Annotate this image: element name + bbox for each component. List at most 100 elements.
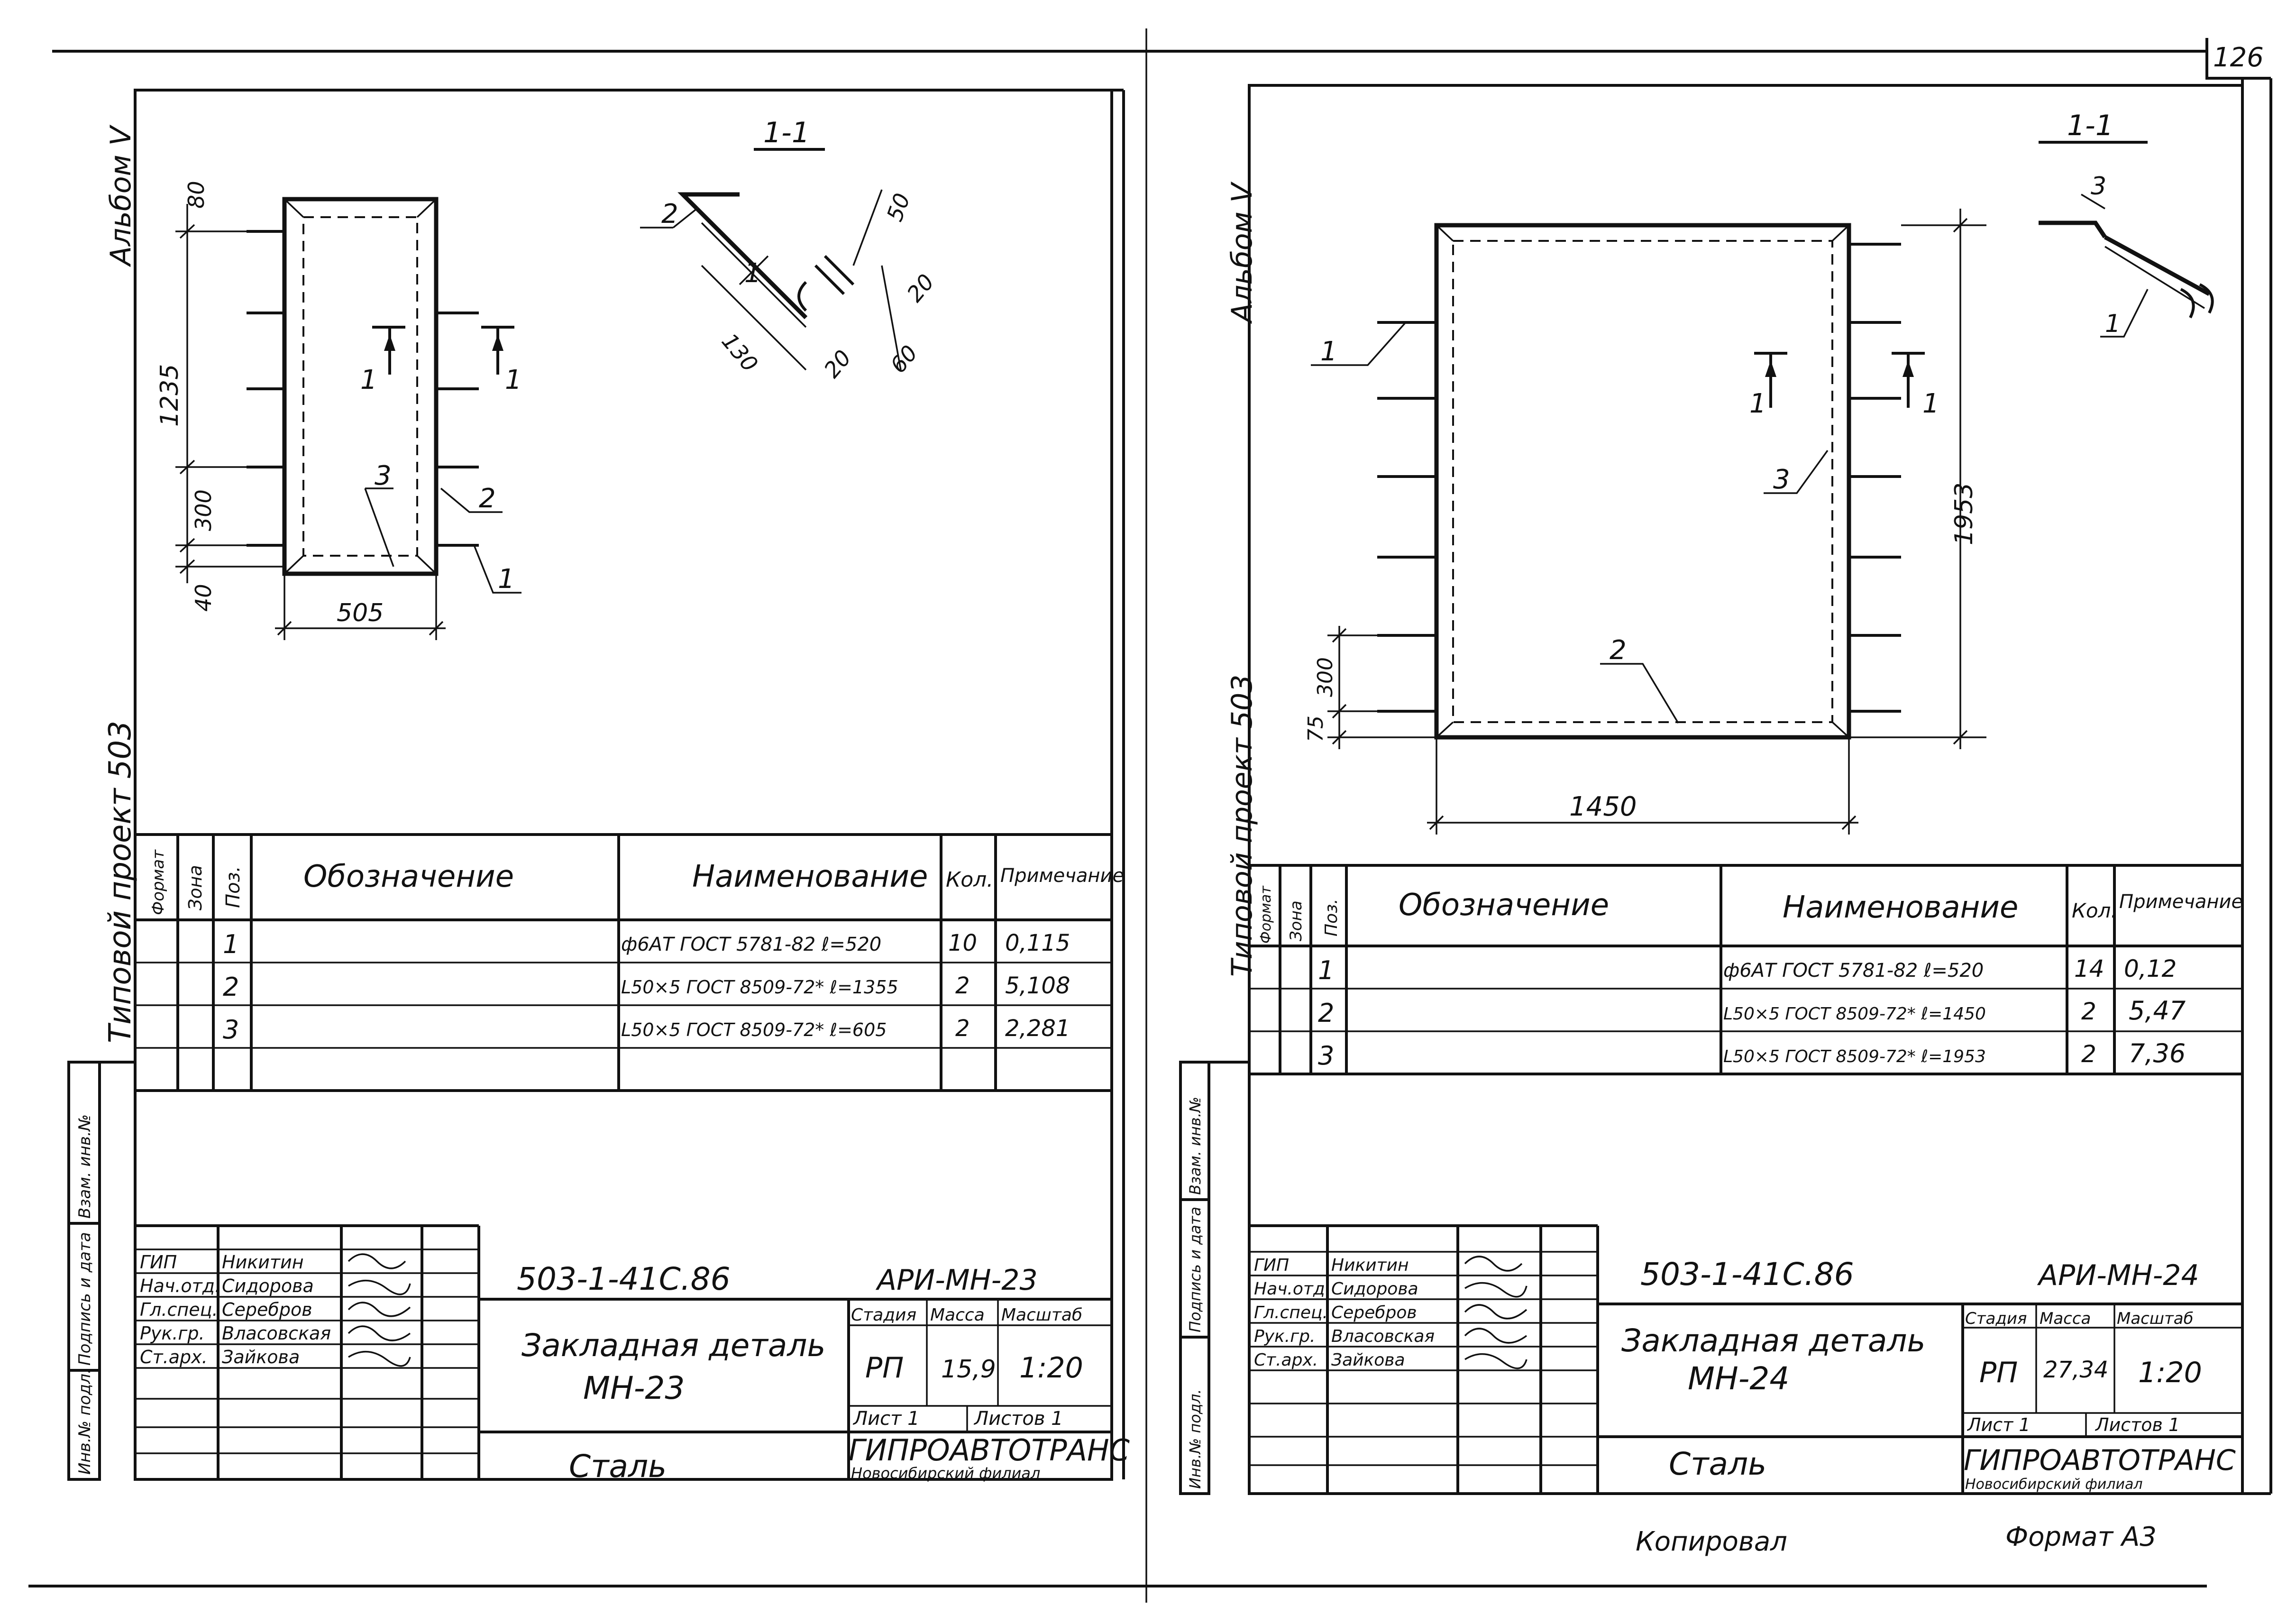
- pos1-label-right: 1: [1320, 336, 1337, 367]
- org-name-r: ГИПРОАВТОТРАНС: [1964, 1444, 2236, 1477]
- role-2: Гл.спец.: [140, 1299, 218, 1320]
- spec-row2-pos: 2: [223, 972, 239, 1002]
- section-view-mn23: 1-1 2 1 50 130 20 20 60: [640, 116, 939, 383]
- spec-r-row3-name: L50×5 ГОСТ 8509-72* ℓ=1953: [1723, 1047, 1986, 1066]
- mass-value-r: 27,34: [2043, 1357, 2108, 1383]
- sec-dim-c: 60: [885, 340, 923, 378]
- stamp-replace: Взам. инв.№: [75, 1114, 94, 1219]
- sheet-count-r: Листов 1: [2095, 1414, 2180, 1435]
- title-line2-r: МН-24: [1688, 1360, 1789, 1397]
- doc-code: 503-1-41С.86: [517, 1261, 731, 1297]
- dim-height-right: 1953: [1950, 483, 1978, 545]
- sheet-right: Альбом V Типовой проект 503: [1179, 78, 2272, 1557]
- spec-head-zone-r: Зона: [1287, 900, 1306, 941]
- role-4: Ст.арх.: [140, 1347, 208, 1367]
- name-0: Никитин: [222, 1252, 304, 1273]
- spec-r-row1-qty: 14: [2074, 955, 2104, 982]
- spec-r-row3-note: 7,36: [2129, 1038, 2186, 1068]
- spec-r-row3-qty: 2: [2081, 1040, 2096, 1068]
- mass-label-r: Масса: [2040, 1309, 2091, 1328]
- scale-label: Масштаб: [1001, 1305, 1082, 1325]
- dim-width: 505: [337, 599, 384, 627]
- sheet-count: Листов 1: [973, 1408, 1063, 1430]
- name-3: Власовская: [222, 1323, 331, 1344]
- section-title-right: 1-1: [2067, 109, 2113, 142]
- mass-value: 15,9: [941, 1355, 996, 1384]
- stamp-sign-r: Подпись и дата: [1186, 1207, 1204, 1332]
- pos2-label: 2: [479, 483, 496, 514]
- dim-bottom-right: 75: [1304, 716, 1328, 742]
- plan-view-mn23: 1 1 3 2 1 1235 80 300 40: [156, 181, 522, 640]
- section-pos2: 2: [661, 199, 678, 229]
- role-r-1: Нач.отд.: [1254, 1279, 1330, 1299]
- spec-head-pos: Поз.: [222, 866, 244, 908]
- stage-label-r: Стадия: [1965, 1309, 2027, 1328]
- spec-head-format-r: Формат: [1258, 885, 1274, 944]
- spec-head-zone: Зона: [185, 865, 206, 910]
- section-view-mn24: 1-1 3 1: [2039, 109, 2214, 338]
- album-label-right: Альбом V: [1226, 181, 1259, 324]
- doc-mark: АРИ-МН-23: [875, 1264, 1038, 1297]
- spec-row1-qty: 10: [948, 930, 977, 956]
- album-label: Альбом V: [104, 124, 137, 267]
- stage-label: Стадия: [851, 1305, 916, 1325]
- spec-row3-qty: 2: [955, 1015, 970, 1042]
- spec-r-row2-pos: 2: [1318, 998, 1334, 1028]
- spec-table-mn24: Формат Зона Поз. Обозначение Наименовани…: [1249, 864, 2243, 1075]
- spec-head-name: Наименование: [692, 859, 928, 894]
- title-line1-r: Закладная деталь: [1621, 1322, 1925, 1359]
- spec-table-mn23: Формат Зона Поз. Обозначение Наименовани…: [135, 833, 1124, 1092]
- role-1: Нач.отд.: [140, 1275, 220, 1296]
- page-number: 126: [2213, 42, 2264, 73]
- material: Сталь: [569, 1448, 667, 1485]
- spec-row1-pos: 1: [223, 929, 239, 959]
- section-pos1: 1: [744, 258, 761, 289]
- title-block-mn23: ГИП Никитин Нач.отд. Сидорова Гл.спец. С…: [135, 1224, 1130, 1485]
- spec-row2-note: 5,108: [1005, 973, 1070, 999]
- cut-mark-left-right-sheet: 1: [1749, 388, 1766, 419]
- spec-head-designation: Обозначение: [303, 859, 514, 894]
- scale-value-r: 1:20: [2138, 1356, 2202, 1389]
- role-r-0: ГИП: [1254, 1256, 1289, 1275]
- scale-value: 1:20: [1019, 1351, 1083, 1385]
- name-2: Серебров: [222, 1299, 312, 1320]
- cut-mark-right-right-sheet: 1: [1922, 388, 1939, 419]
- spec-head-name-r: Наименование: [1783, 890, 2018, 925]
- project-label-right: Типовой проект 503: [1226, 675, 1259, 977]
- title-line1: Закладная деталь: [521, 1327, 825, 1364]
- role-0: ГИП: [140, 1252, 177, 1273]
- spec-head-pos-r: Поз.: [1322, 899, 1341, 936]
- pos3-label-right: 3: [1773, 464, 1790, 495]
- mass-label: Масса: [930, 1305, 985, 1325]
- stamp-sign: Подпись и дата: [75, 1232, 94, 1366]
- stamp-inv-r: Инв.№ подл.: [1186, 1389, 1204, 1489]
- spec-head-qty: Кол.: [946, 868, 993, 892]
- name-r-3: Власовская: [1331, 1327, 1435, 1346]
- stage-value: РП: [865, 1351, 904, 1385]
- copied-note: Копировал: [1636, 1526, 1787, 1557]
- scale-label-r: Масштаб: [2117, 1309, 2194, 1328]
- org-branch: Новосибирский филиал: [851, 1464, 1040, 1482]
- title-block-mn24: ГИП Никитин Нач.отд. Сидорова Гл.спец. С…: [1249, 1224, 2242, 1494]
- spec-row1-note: 0,115: [1005, 930, 1070, 956]
- spec-row3-name: L50×5 ГОСТ 8509-72* ℓ=605: [621, 1019, 887, 1040]
- spec-r-row2-note: 5,47: [2129, 996, 2186, 1026]
- dim-bottom: 40: [191, 584, 216, 612]
- spec-head-note-r: Примечание: [2119, 891, 2243, 913]
- doc-code-r: 503-1-41С.86: [1640, 1256, 1854, 1293]
- role-r-3: Рук.гр.: [1254, 1327, 1315, 1346]
- name-4: Зайкова: [222, 1347, 300, 1367]
- dim-height: 1235: [156, 364, 184, 427]
- sheet-no-r: Лист 1: [1967, 1414, 2031, 1435]
- role-r-4: Ст.арх.: [1254, 1350, 1318, 1370]
- plan-view-mn24: 1 1 1 3 2 1953 300: [1304, 209, 1986, 835]
- sheet-left-frame: [134, 89, 1113, 1481]
- dim-spacing-right: 300: [1313, 657, 1337, 697]
- spec-head-format: Формат: [149, 849, 168, 915]
- spec-head-designation-r: Обозначение: [1399, 888, 1609, 923]
- role-3: Рук.гр.: [140, 1323, 205, 1344]
- sec-dim-len: 130: [717, 328, 763, 376]
- section-pos1-right: 1: [2105, 310, 2121, 338]
- stamp-inv: Инв.№ подл.: [75, 1368, 94, 1475]
